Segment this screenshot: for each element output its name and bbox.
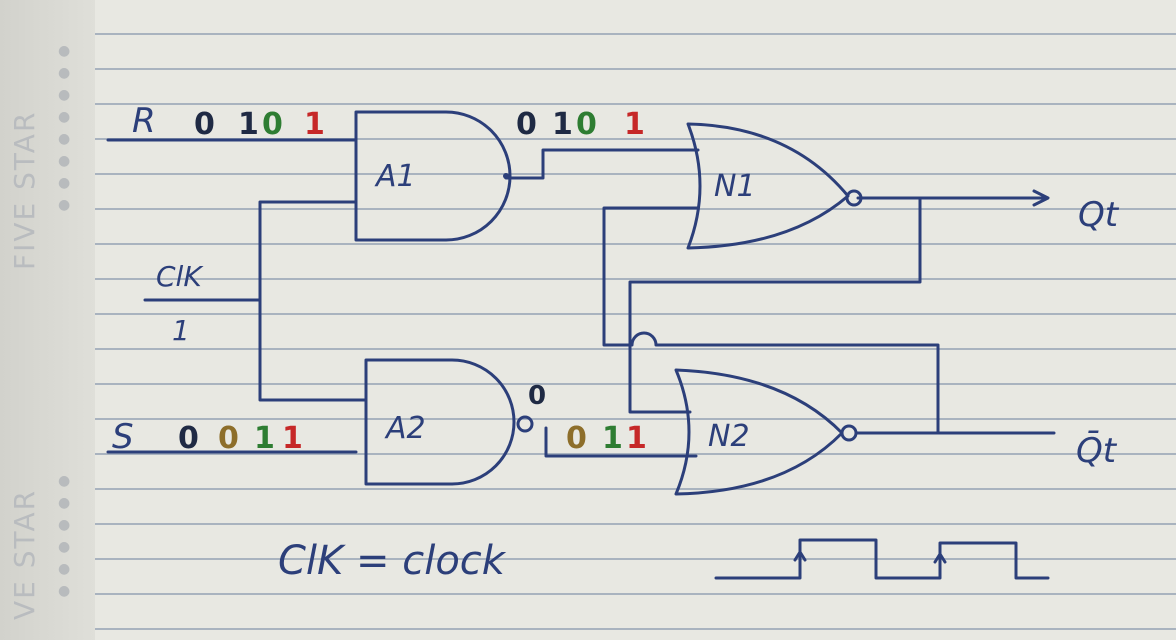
- bit-r-3: 1: [304, 107, 325, 142]
- a2-output-marker: 0: [528, 381, 546, 411]
- bit-s-1: 0: [218, 421, 239, 456]
- input-value-clk: 1: [172, 314, 190, 347]
- bit-s-3: 1: [282, 421, 303, 456]
- rising-edge-arrow-icon: [793, 550, 947, 564]
- bit-a1-1: 1: [552, 107, 573, 142]
- a2-inversion-bubble: [516, 415, 534, 433]
- wire-feedback-qbar: [602, 206, 940, 435]
- margin-dots: ●●●●●●: [58, 473, 71, 599]
- wire-a1-to-n1: [504, 148, 700, 180]
- bit-a1-2: 0: [576, 107, 597, 142]
- bits-a1-output: 0 1 0 1: [516, 107, 645, 142]
- bits-a2-output: 0 1 1: [566, 421, 647, 456]
- gate-n2: [674, 368, 858, 496]
- bit-r-2: 0: [262, 107, 283, 142]
- bit-s-0: 0: [178, 421, 199, 456]
- gate-a1: [354, 110, 512, 242]
- wire-feedback-q: [628, 196, 922, 414]
- input-label-r: R: [132, 101, 156, 141]
- n2-inversion-bubble: [840, 424, 858, 442]
- gate-a2: [364, 358, 534, 486]
- notebook-margin: FIVE STAR VE STAR ●●●●●●●● ●●●●●●: [0, 0, 95, 640]
- n1-inversion-bubble: [845, 189, 863, 207]
- margin-dots: ●●●●●●●●: [58, 43, 71, 213]
- bit-a2-0: 0: [566, 421, 587, 456]
- input-label-s: S: [112, 417, 134, 457]
- input-label-clk: ClK: [156, 260, 204, 293]
- gate-n1: [686, 122, 863, 250]
- wire-a2-to-n2: [544, 426, 698, 458]
- wires: [106, 138, 1056, 458]
- bit-s-2: 1: [254, 421, 275, 456]
- wire-clock: [143, 200, 368, 402]
- output-label-q: Qt: [1078, 195, 1120, 235]
- q-arrow-icon: [1032, 189, 1050, 207]
- gate-label-n1: N1: [714, 169, 756, 204]
- bits-s: 0 0 1 1: [178, 421, 303, 456]
- bits-r: 0 1 0 1: [194, 107, 325, 142]
- output-label-qbar: Q̄t: [1076, 430, 1118, 471]
- bit-a1-0: 0: [516, 107, 537, 142]
- bit-a1-3: 1: [624, 107, 645, 142]
- clock-waveform: [714, 538, 1050, 580]
- gate-label-a2: A2: [384, 411, 426, 446]
- clock-legend: ClK = clock: [278, 538, 507, 584]
- gate-label-a1: A1: [374, 159, 416, 194]
- bit-a2-1: 1: [602, 421, 623, 456]
- bit-r-0: 0: [194, 107, 215, 142]
- gate-label-n2: N2: [708, 419, 750, 454]
- bit-a2-2: 1: [626, 421, 647, 456]
- bit-r-1: 1: [238, 107, 259, 142]
